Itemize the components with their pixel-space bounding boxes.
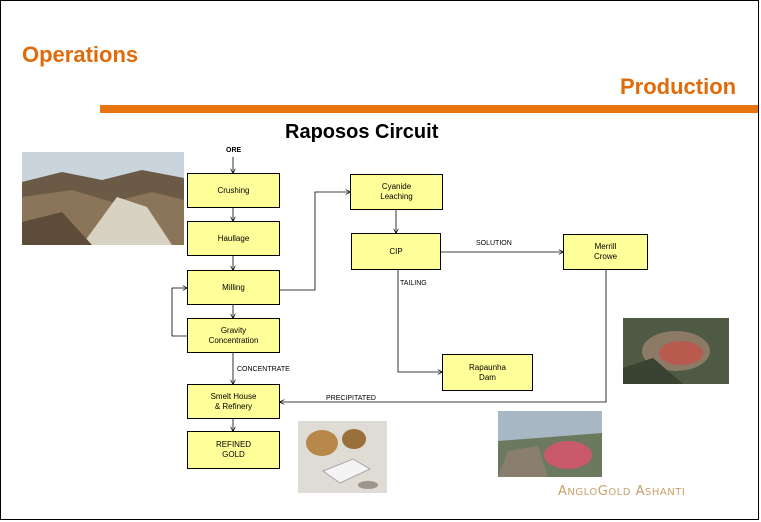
- edge-label-precipitated: PRECIPITATED: [326, 395, 376, 402]
- node-haullage: Haullage: [187, 221, 280, 256]
- edge-label-tailing: TAILING: [400, 280, 427, 287]
- dam-aerial-photo: [498, 411, 602, 477]
- node-refined-gold: REFINED GOLD: [187, 431, 280, 469]
- node-rapaunha-dam: Rapaunha Dam: [442, 354, 533, 391]
- milling-to-cyanide-arrow: [280, 192, 350, 291]
- node-cip: CIP: [351, 233, 441, 270]
- node-crushing: Crushing: [187, 173, 280, 208]
- node-merrill-crowe: Merrill Crowe: [563, 234, 648, 270]
- orange-divider: [100, 105, 758, 113]
- node-cyanide-leaching: Cyanide Leaching: [350, 174, 443, 210]
- section-heading: Operations: [22, 42, 139, 67]
- gold-bars-photo: [298, 421, 387, 493]
- edge-label-solution: SOLUTION: [476, 240, 512, 247]
- diagram-title: Raposos Circuit: [285, 121, 439, 143]
- edge-label-concentrate: CONCENTRATE: [237, 366, 290, 373]
- pit-aerial-photo: [623, 318, 729, 384]
- node-milling: Milling: [187, 270, 280, 305]
- gravity-recycle-arrow: [171, 288, 187, 337]
- anglogold-ashanti-logo: ANGLOGOLD ASHANTI: [558, 484, 686, 499]
- ore-label: ORE: [226, 147, 242, 154]
- cip-to-dam-arrow: [397, 270, 442, 372]
- node-gravity-concentration: Gravity Concentration: [187, 318, 280, 353]
- subsection-heading: Production: [620, 74, 737, 99]
- mine-landscape-photo: [22, 152, 184, 245]
- node-smelt-house: Smelt House & Refinery: [187, 384, 280, 419]
- merrill-to-smelt-arrow: [280, 270, 607, 402]
